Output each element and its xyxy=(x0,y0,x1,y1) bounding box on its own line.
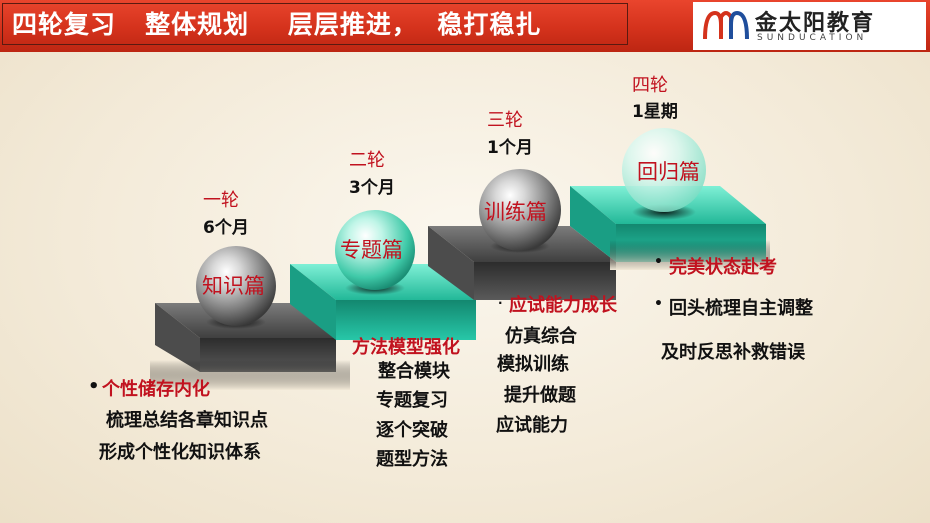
stage-2-item-2: 专题复习 xyxy=(376,390,448,411)
stage-3-round: 三轮 xyxy=(487,110,523,131)
sphere-1 xyxy=(196,246,276,326)
stage-2-round: 二轮 xyxy=(349,150,385,171)
step-4 xyxy=(570,186,770,270)
stage-3-item-4: 应试能力 xyxy=(496,415,568,436)
stage-2-heading: 方法模型强化 xyxy=(352,337,460,358)
stage-1-duration: 6个月 xyxy=(203,218,249,238)
sphere-4 xyxy=(622,128,706,212)
stage-2-item-1: 整合模块 xyxy=(378,361,450,382)
stage-1-ball-label: 知识篇 xyxy=(202,274,265,298)
title-frame: 四轮复习 整体规划 层层推进， 稳打稳扎 xyxy=(2,3,628,45)
logo-mark-icon xyxy=(703,10,749,40)
stage-4-item-2: 及时反思补救错误 xyxy=(661,342,805,363)
stage-3-bullet: · xyxy=(498,296,503,310)
stage-4-round: 四轮 xyxy=(632,75,668,96)
step-1 xyxy=(150,303,350,390)
logo-name: 金太阳教育 xyxy=(755,11,876,36)
stage-3-item-1: 仿真综合 xyxy=(505,326,577,347)
stage-3-item-3: 提升做题 xyxy=(504,385,576,406)
stage-3-duration: 1个月 xyxy=(487,138,533,158)
stage-2-item-4: 题型方法 xyxy=(376,449,448,470)
stage-2-item-3: 逐个突破 xyxy=(376,420,448,441)
stage-2-duration: 3个月 xyxy=(349,178,395,198)
stage-3-item-2: 模拟训练 xyxy=(497,354,569,375)
stage-1-item-2: 形成个性化知识体系 xyxy=(99,442,261,463)
stage-3-ball-label: 训练篇 xyxy=(484,200,547,224)
stage-4-ball-label: 回归篇 xyxy=(637,160,700,184)
stage-1-heading: 个性储存内化 xyxy=(102,379,210,400)
stage-4-heading: 完美状态赴考 xyxy=(669,257,777,278)
sphere-2 xyxy=(335,210,415,290)
stage-4-item-1: 回头梳理自主调整 xyxy=(669,298,813,319)
sphere-3 xyxy=(479,169,561,251)
page-title: 四轮复习 整体规划 层层推进， 稳打稳扎 xyxy=(12,10,542,39)
stage-4-bullet-1: • xyxy=(654,254,663,270)
logo: 金太阳教育 SUNDUCATION xyxy=(693,2,926,50)
stage-2-ball-label: 专题篇 xyxy=(340,238,403,262)
stage-3-heading: 应试能力成长 xyxy=(509,295,617,316)
stage-4-bullet-2: • xyxy=(654,296,663,312)
stage-4-duration: 1星期 xyxy=(632,102,678,122)
stage-1-round: 一轮 xyxy=(203,190,239,211)
stage-1-item-1: 梳理总结各章知识点 xyxy=(106,410,268,431)
logo-subtitle: SUNDUCATION xyxy=(757,33,868,43)
stage-1-bullet: • xyxy=(88,376,100,397)
